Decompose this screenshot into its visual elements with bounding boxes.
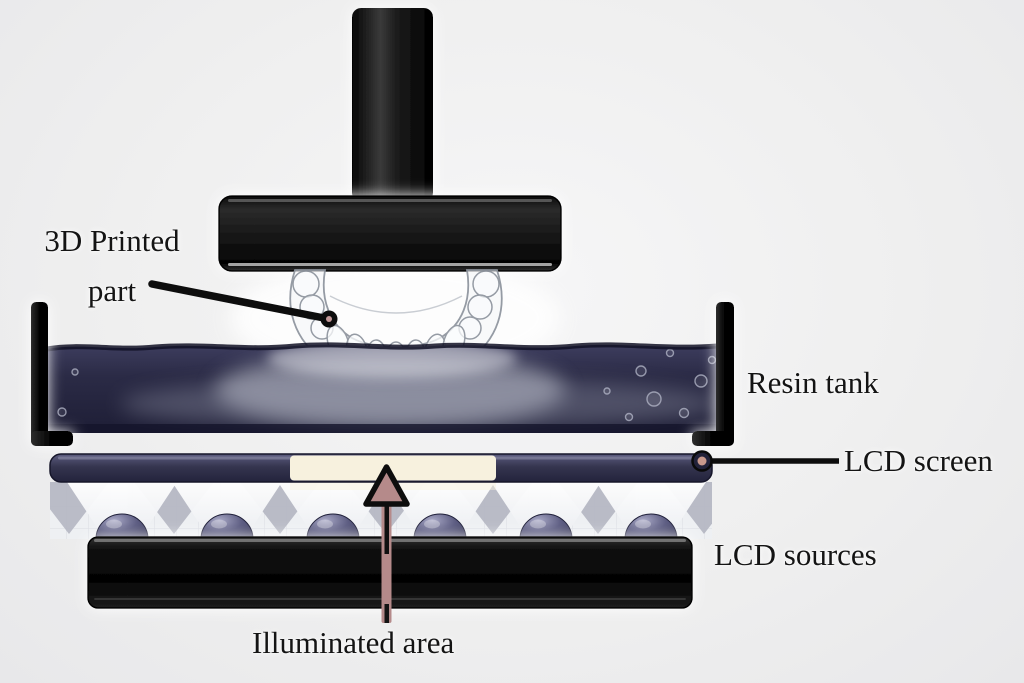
illuminated-area-arrow — [363, 464, 410, 623]
label-3d-printed-part: 3D Printed part — [20, 216, 204, 316]
label-illuminated-area: Illuminated area — [252, 625, 455, 660]
build-platform-rod — [352, 8, 433, 202]
label-3d-printed-part-line1: 3D Printed — [44, 223, 180, 258]
resin-liquid — [46, 342, 718, 433]
light-cones — [67, 482, 706, 538]
printed-part-leader — [148, 280, 338, 328]
illuminated-area-segment — [290, 455, 496, 481]
label-lcd-screen: LCD screen — [844, 443, 993, 478]
resin-tank-walls — [31, 302, 734, 446]
lcd-screen-bar — [49, 453, 713, 483]
build-plate — [218, 195, 562, 272]
label-3d-printed-part-line2: part — [87, 273, 137, 308]
resin-bubbles — [57, 348, 717, 422]
label-resin-tank: Resin tank — [747, 365, 879, 400]
led-domes — [95, 513, 678, 540]
lcd-screen-leader — [691, 450, 839, 472]
label-lcd-sources: LCD sources — [714, 537, 877, 572]
